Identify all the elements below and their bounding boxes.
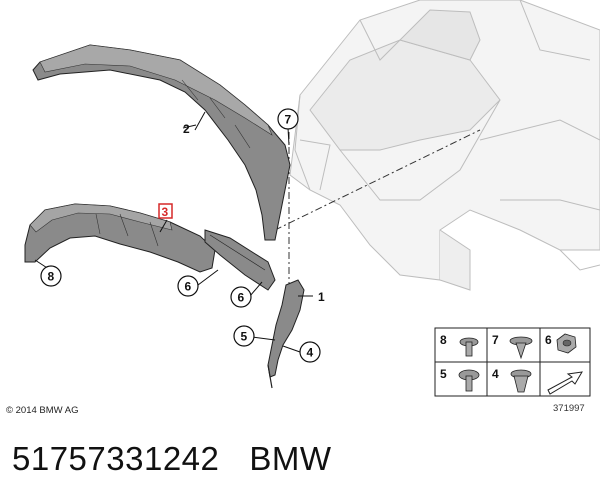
legend-label-6: 6 xyxy=(545,333,552,347)
part-3-lower-arch xyxy=(24,203,216,273)
callout-7-circle xyxy=(277,108,299,130)
callout-4-circle xyxy=(299,341,321,363)
callout-5-circle xyxy=(233,325,255,347)
legend-label-7: 7 xyxy=(492,333,499,347)
clip-4-icon xyxy=(510,369,532,393)
screw-5-icon xyxy=(458,369,480,392)
callouts: 2 3 8 6 6 7 1 5 4 xyxy=(40,108,325,363)
part-6-seal xyxy=(204,229,276,291)
part-1-bracket xyxy=(267,279,313,389)
clip-7-icon xyxy=(509,336,533,360)
part-info: 51757331242 BMW xyxy=(12,440,332,478)
callout-5: 5 xyxy=(241,330,248,344)
callout-1: 1 xyxy=(318,290,325,304)
callout-8-circle xyxy=(40,265,62,287)
legend-label-8: 8 xyxy=(440,333,447,347)
legend-label-4: 4 xyxy=(492,367,499,381)
callout-4: 4 xyxy=(307,346,314,360)
diagram-canvas: 2 3 8 6 6 7 1 5 4 8 7 6 5 4 xyxy=(24,0,600,397)
brand-name: BMW xyxy=(249,440,332,477)
callout-3-box xyxy=(158,203,173,219)
part-number: 51757331242 xyxy=(12,440,220,477)
reference-lines xyxy=(274,129,481,285)
drawing-number: 371997 xyxy=(553,403,585,414)
copyright-text: © 2014 BMW AG xyxy=(6,405,79,416)
fastener-legend: 8 7 6 5 4 xyxy=(434,327,591,397)
callout-7: 7 xyxy=(285,113,292,127)
callout-2: 2 xyxy=(183,122,190,136)
callout-6a-circle xyxy=(177,275,199,297)
callout-6b: 6 xyxy=(238,291,245,305)
callout-6b-circle xyxy=(230,286,252,308)
callout-6a: 6 xyxy=(185,280,192,294)
car-body-frame xyxy=(289,0,600,291)
legend-label-5: 5 xyxy=(440,367,447,381)
direction-arrow-icon xyxy=(547,371,583,395)
screw-8-icon xyxy=(459,337,479,357)
callout-8: 8 xyxy=(48,270,55,284)
callout-3: 3 xyxy=(162,205,169,219)
part-2-upper-arch xyxy=(32,44,291,241)
nut-6-icon xyxy=(556,333,577,354)
parts-diagram: 2 3 8 6 6 7 1 5 4 8 7 6 5 4 xyxy=(24,0,600,397)
